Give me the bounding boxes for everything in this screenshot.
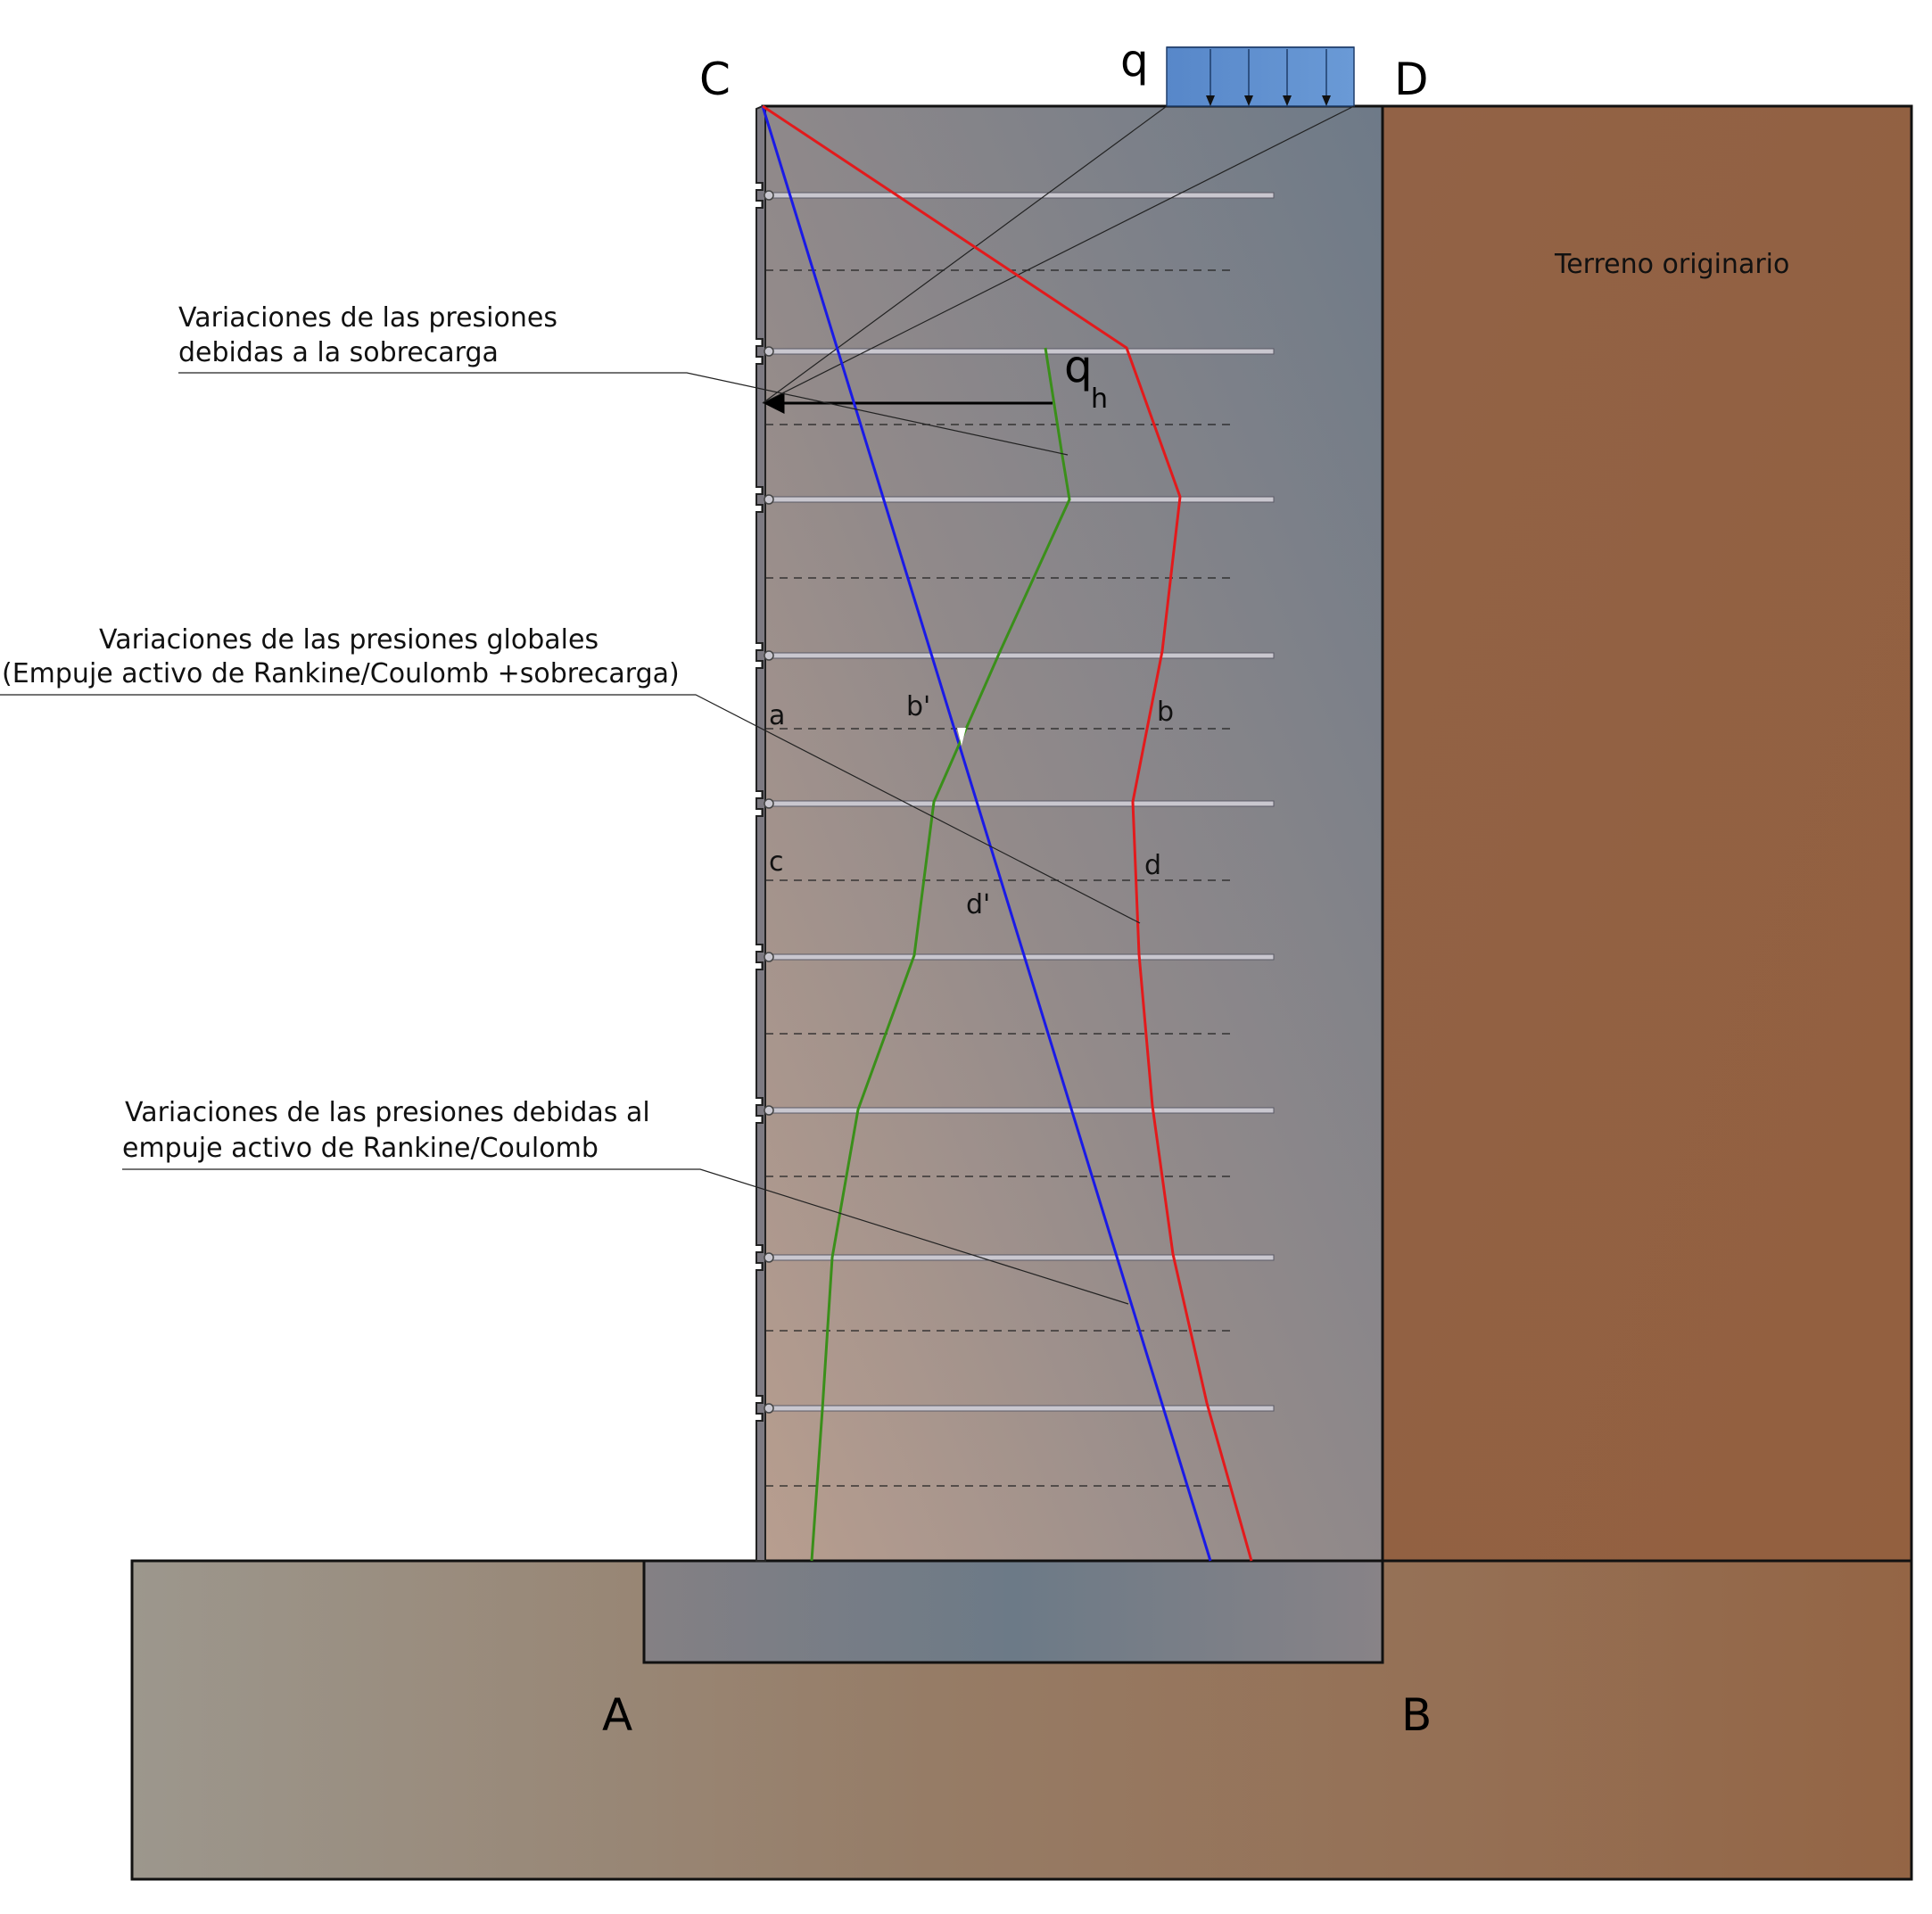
strip-connector [764, 1403, 774, 1414]
intermediate-levels [765, 269, 1235, 1487]
reinforcement-strip [764, 348, 1275, 355]
load-arrows [1167, 46, 1354, 106]
mark-c: c [769, 846, 784, 878]
reinforcement-strip [764, 496, 1275, 503]
annotation-globales-line2: (Empuje activo de Rankine/Coulomb +sobre… [2, 658, 680, 689]
footing [642, 1559, 1384, 1664]
annotation-rankine-line1: Variaciones de las presiones debidas al [125, 1097, 650, 1128]
load-q-label: q [1120, 35, 1149, 87]
surcharge-load [1166, 46, 1355, 107]
annotation-rankine-line2: empuje activo de Rankine/Coulomb [122, 1133, 599, 1164]
load-arrow-head [1283, 95, 1292, 106]
load-arrow-head [1244, 95, 1253, 106]
wall-facing [755, 105, 766, 1562]
load-arrow-head [1206, 95, 1215, 106]
mark-d-prime: d' [966, 889, 990, 920]
annotation-globales-line1: Variaciones de las presiones globales [99, 624, 599, 656]
qh-label: q [1064, 341, 1093, 392]
influence-line-2 [762, 105, 1355, 404]
strip-connector [764, 494, 774, 505]
reinforcement-strip [764, 1405, 1275, 1412]
mark-b: b [1157, 697, 1174, 728]
reinforcement-strip [764, 800, 1275, 807]
rankine-pressure-line [761, 105, 1212, 1562]
qh-subscript: h [1091, 384, 1108, 415]
point-a-label: A [602, 1689, 632, 1741]
strip-connector [764, 798, 774, 809]
reinforcement-strip [764, 953, 1275, 961]
strip-connector [764, 346, 774, 357]
reinforcement-strip [764, 652, 1275, 659]
annotation-sobrecarga-line2: debidas a la sobrecarga [178, 337, 499, 368]
terrain-label: Terreno originario [1554, 249, 1789, 280]
annotation-sobrecarga-line1: Variaciones de las presiones [178, 302, 557, 334]
reinforced-fill [761, 104, 1384, 1563]
reinforcement-strip [764, 1107, 1275, 1114]
surcharge-pressure-line [810, 347, 1071, 1562]
strip-connector [764, 1252, 774, 1263]
reinforcement-strip [764, 1254, 1275, 1261]
mark-b-prime: b' [906, 691, 930, 722]
mark-d: d [1144, 850, 1161, 881]
leader-lines [0, 372, 1141, 1305]
strip-connector [764, 1105, 774, 1116]
influence-lines [762, 105, 1355, 404]
load-arrow-head [1322, 95, 1331, 106]
leader-rankine [122, 1168, 1129, 1305]
point-b-label: B [1401, 1689, 1432, 1741]
point-d-label: D [1394, 54, 1429, 105]
strip-connector [764, 650, 774, 661]
influence-line-1 [762, 105, 1168, 404]
original-terrain [1381, 104, 1913, 1563]
point-c-label: C [699, 54, 731, 105]
reinforcement-strip [764, 192, 1275, 199]
reinforcement-strips [764, 190, 1275, 1414]
leader-sobrecarga [178, 372, 1069, 456]
mark-a: a [769, 700, 785, 731]
leader-globales [0, 694, 1141, 924]
strip-connector [764, 190, 774, 201]
intersection-marker [957, 728, 966, 746]
global-pressure-line [762, 104, 1253, 1562]
strip-connector [764, 952, 774, 962]
